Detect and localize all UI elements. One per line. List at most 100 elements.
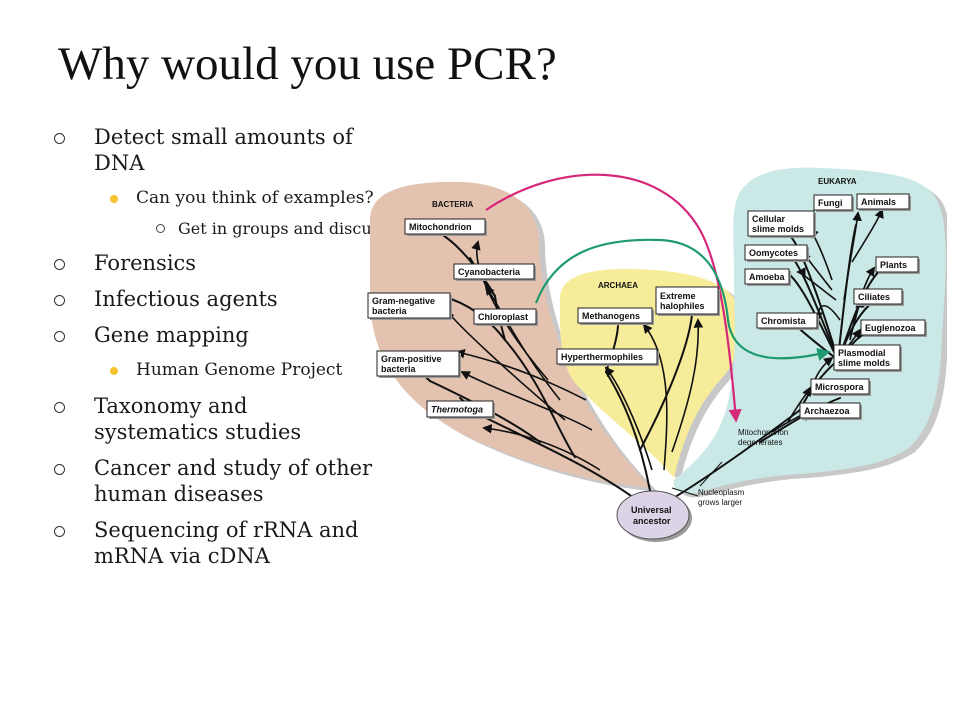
taxon-box <box>853 288 903 305</box>
dot-bullet-icon <box>110 367 118 375</box>
eukarya-taxon-label: Plants <box>880 260 907 270</box>
mitochondrion-degenerates-annotation: Mitochondrion <box>738 428 788 437</box>
eukarya-taxon-label: Plasmodial <box>838 348 886 358</box>
eukarya-domain-label: EUKARYA <box>818 177 857 186</box>
circle-bullet-icon <box>54 259 65 270</box>
bullet-item: Detect small amounts of DNA Can you thin… <box>48 124 395 240</box>
sub-bullet-item: Can you think of examples? Get in groups… <box>94 186 395 240</box>
bullet-text: Forensics <box>94 251 197 275</box>
tree-arrow-branch <box>787 386 811 423</box>
bullet-item: Sequencing of rRNA and mRNA via cDNA <box>48 517 378 569</box>
taxon-box <box>856 193 910 210</box>
tree-branch <box>789 235 839 361</box>
mitochondrion-degenerates-annotation: degenerates <box>738 438 782 447</box>
taxon-box <box>744 244 808 261</box>
sub-bullet-text: Human Genome Project <box>136 360 343 380</box>
taxon-box <box>833 344 901 371</box>
tree-branch <box>659 409 801 507</box>
taxon-box <box>875 256 919 273</box>
bullet-text: Sequencing of rRNA and mRNA via cDNA <box>94 518 359 568</box>
eukarya-taxon-label: slime molds <box>838 358 890 368</box>
circle-bullet-icon <box>54 133 65 144</box>
taxon-box <box>747 210 815 237</box>
taxon-box <box>744 268 790 285</box>
taxon-box <box>860 319 926 336</box>
bullet-text: Gene mapping <box>94 323 249 347</box>
archaea-taxon-label: Methanogens <box>582 311 640 321</box>
tree-arrow-branch <box>484 285 561 401</box>
tree-arrow-branch <box>642 323 668 471</box>
bacteria-taxon-label: Cyanobacteria <box>458 267 521 277</box>
bacteria-taxon-label: bacteria <box>381 364 417 374</box>
bullet-item: Forensics <box>48 250 378 276</box>
bullet-item: Infectious agents <box>48 286 378 312</box>
eukarya-taxon-label: Amoeba <box>749 272 786 282</box>
taxon-box <box>556 348 658 365</box>
taxon-box <box>453 263 535 280</box>
circle-bullet-icon <box>156 224 165 233</box>
bullet-list: Detect small amounts of DNA Can you thin… <box>48 124 395 579</box>
dot-bullet-icon <box>110 195 118 203</box>
bullet-text: Cancer and study of other human diseases <box>94 456 373 506</box>
annotation-pointer <box>671 487 699 497</box>
universal-ancestor-label: ancestor <box>633 516 671 526</box>
archaea-taxon-label: Hyperthermophiles <box>561 352 643 362</box>
archaea-domain-label: ARCHAEA <box>598 281 638 290</box>
eukarya-taxon-label: Chromista <box>761 316 807 326</box>
tree-arrow-branch <box>482 424 601 471</box>
bullet-item: Cancer and study of other human diseases <box>48 455 378 507</box>
eukarya-taxon-label: Microspora <box>815 382 865 392</box>
bullet-text: Infectious agents <box>94 287 278 311</box>
tree-arrow-branch <box>671 318 704 453</box>
mitochondrion-endosymbiosis-arrow <box>485 173 742 423</box>
taxon-box <box>655 286 719 315</box>
taxon-box <box>367 292 451 319</box>
taxon-box <box>813 194 853 211</box>
circle-bullet-icon <box>54 526 65 537</box>
circle-bullet-icon <box>54 331 65 342</box>
bacteria-taxon-label: Thermotoga <box>431 405 483 415</box>
sub-bullet-list: Human Genome Project <box>94 358 378 383</box>
taxon-box <box>799 402 861 419</box>
bullet-item: Gene mapping Human Genome Project <box>48 322 378 383</box>
universal-ancestor-node <box>616 490 690 540</box>
tree-arrow-branch <box>455 349 587 401</box>
bullet-text: Detect small amounts of DNA <box>94 125 353 175</box>
tree-arrow-branch <box>604 366 653 471</box>
circle-bullet-icon <box>54 464 65 475</box>
nucleoplasm-annotation: Nucleoplasm <box>698 488 745 497</box>
bacteria-domain-label: BACTERIA <box>432 200 474 209</box>
eukarya-taxon-label: Fungi <box>818 198 843 208</box>
tree-arrow-branch <box>796 267 837 301</box>
tree-arrow-branch <box>460 371 593 431</box>
sub-bullet-list: Can you think of examples? Get in groups… <box>94 186 395 240</box>
eukarya-taxon-label: Cellular <box>752 214 786 224</box>
annotation-pointer <box>699 461 723 487</box>
nucleoplasm-annotation: grows larger <box>698 498 742 507</box>
sub-sub-bullet-text: Get in groups and discuss! <box>178 219 395 238</box>
tree-arrow-branch <box>471 240 549 381</box>
bacteria-taxon-label: Mitochondrion <box>409 222 472 232</box>
eukarya-taxon-label: slime molds <box>752 224 804 234</box>
eukarya-taxon-label: Oomycotes <box>749 248 798 258</box>
phylogenetic-tree-diagram: BACTERIAARCHAEAEUKARYAMitochondrionCyano… <box>367 167 947 542</box>
eukarya-taxon-label: Ciliates <box>858 292 890 302</box>
chloroplast-endosymbiosis-arrow <box>534 238 831 361</box>
eukarya-taxon-label: Animals <box>861 197 896 207</box>
tree-arrow-branch <box>843 211 862 301</box>
sub-sub-bullet-list: Get in groups and discuss! <box>136 217 395 240</box>
taxon-box <box>426 400 494 418</box>
bacteria-taxon-label: Gram-negative <box>372 296 435 306</box>
taxon-box <box>810 378 870 395</box>
bullet-text: Taxonomy and systematics studies <box>94 394 302 444</box>
slide-title: Why would you use PCR? <box>58 38 557 90</box>
circle-bullet-icon <box>54 295 65 306</box>
eukarya-taxon-label: Archaezoa <box>804 406 851 416</box>
sub-sub-bullet-item: Get in groups and discuss! <box>136 217 395 240</box>
archaea-taxon-label: Extreme <box>660 291 696 301</box>
taxon-box <box>577 307 653 324</box>
archaea-taxon-label: halophiles <box>660 301 705 311</box>
bacteria-taxon-label: Gram-positive <box>381 354 442 364</box>
universal-ancestor-label: Universal <box>631 505 672 515</box>
circle-bullet-icon <box>54 402 65 413</box>
